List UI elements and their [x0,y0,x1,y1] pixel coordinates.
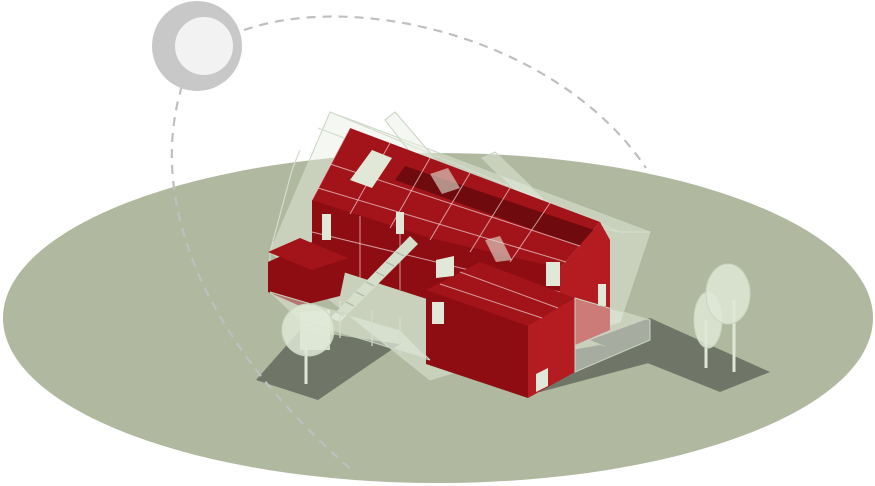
sun-path-arc [244,17,646,168]
wall-window [598,284,606,306]
wall-window [546,262,560,286]
wall-window [432,302,444,324]
sun-icon [152,1,242,91]
wall-window [396,212,404,234]
wall-window [322,214,331,240]
